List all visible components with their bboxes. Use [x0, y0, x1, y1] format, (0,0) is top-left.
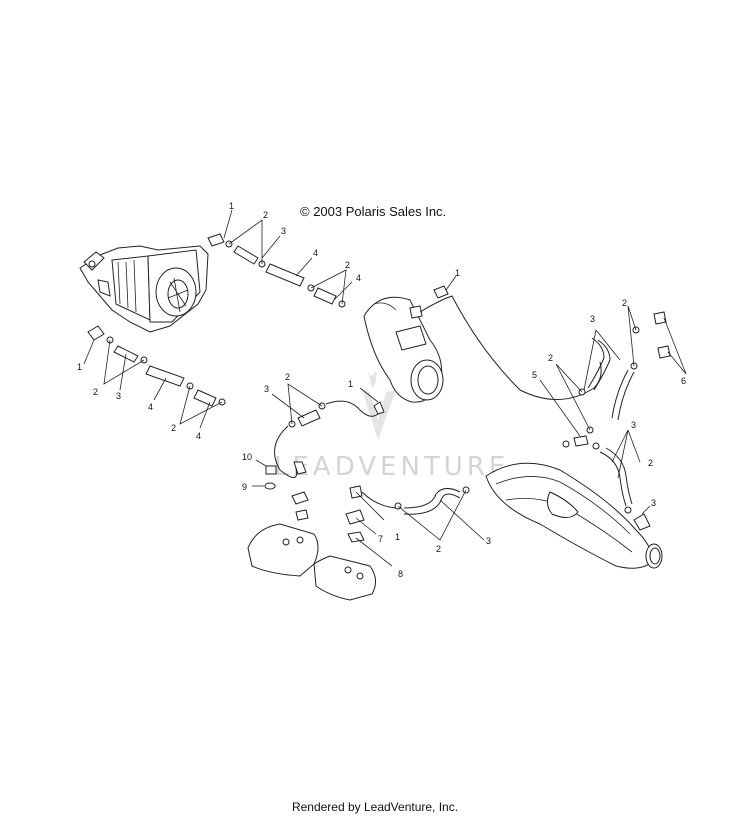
callout: 3 [116, 391, 121, 401]
callout: 2 [345, 260, 350, 270]
callout: 1 [348, 379, 353, 389]
callout: 2 [93, 387, 98, 397]
fitting-1b [83, 325, 105, 365]
callout: 2 [171, 423, 176, 433]
callout: 10 [242, 452, 252, 462]
drain-hose [419, 295, 602, 400]
callouts: 1 2 3 4 2 4 1 2 3 4 2 4 1 3 2 1 2 5 3 2 … [77, 201, 686, 579]
fitting-6 [653, 311, 687, 375]
hose-segment [233, 245, 259, 265]
callout: 4 [148, 402, 153, 412]
callout: 8 [398, 569, 403, 579]
callout: 3 [590, 314, 595, 324]
callout: 2 [263, 210, 268, 220]
bypass-hose [274, 425, 298, 478]
callout: 4 [196, 431, 201, 441]
callout: 7 [378, 534, 383, 544]
callout: 3 [631, 420, 636, 430]
callout: 2 [548, 353, 553, 363]
copyright-notice: © 2003 Polaris Sales Inc. [300, 204, 447, 219]
fitting-1c [433, 275, 457, 299]
muffler [485, 462, 663, 569]
washer-9 [252, 482, 276, 490]
callout: 5 [532, 370, 537, 380]
hose-segment [145, 365, 185, 387]
hose-segment [403, 493, 461, 515]
bolt-10 [255, 459, 277, 475]
callout: 2 [648, 458, 653, 468]
fitting [633, 505, 651, 531]
bypass-hose [325, 400, 379, 417]
o-ring [562, 440, 570, 448]
watermark-text: LEADVENTURE [274, 452, 509, 482]
callout: 3 [281, 226, 286, 236]
o-ring [592, 442, 600, 450]
callout: 4 [356, 273, 361, 283]
clamp [291, 491, 309, 521]
hose-segment [599, 451, 627, 507]
mount-pads [247, 523, 376, 601]
hose-segment [587, 337, 605, 389]
hose-segment [313, 287, 337, 305]
callout: 6 [681, 376, 686, 386]
callout: 4 [313, 248, 318, 258]
fitting [293, 461, 307, 475]
callout: 2 [436, 544, 441, 554]
hose-segment [593, 339, 611, 391]
hose-segment [297, 409, 321, 427]
tee-fitting-5 [539, 379, 589, 447]
render-credit: Rendered by LeadVenture, Inc. [291, 800, 459, 814]
callout: 2 [285, 372, 290, 382]
callout: 3 [486, 536, 491, 546]
fitting-1a [207, 209, 233, 247]
hose-segment [605, 447, 633, 505]
hose-segment [193, 389, 217, 407]
clamp-8 [347, 531, 365, 543]
fitting-1d [359, 387, 385, 415]
hose-segment [403, 488, 461, 509]
hose-segment [611, 369, 629, 419]
callout: 1 [455, 268, 460, 278]
callout: 1 [229, 201, 234, 211]
hose-segment [617, 371, 635, 421]
callout: 9 [242, 482, 247, 492]
callout: 3 [651, 498, 656, 508]
watermark-logo [362, 370, 396, 440]
o-ring [624, 506, 632, 514]
exhaust-elbow [363, 296, 444, 403]
hose-segment [265, 263, 305, 287]
callout: 1 [395, 532, 400, 542]
jet-pump [79, 245, 209, 333]
bypass-hose [361, 491, 397, 509]
callout: 1 [77, 362, 82, 372]
callout: 3 [264, 384, 269, 394]
callout: 2 [622, 298, 627, 308]
